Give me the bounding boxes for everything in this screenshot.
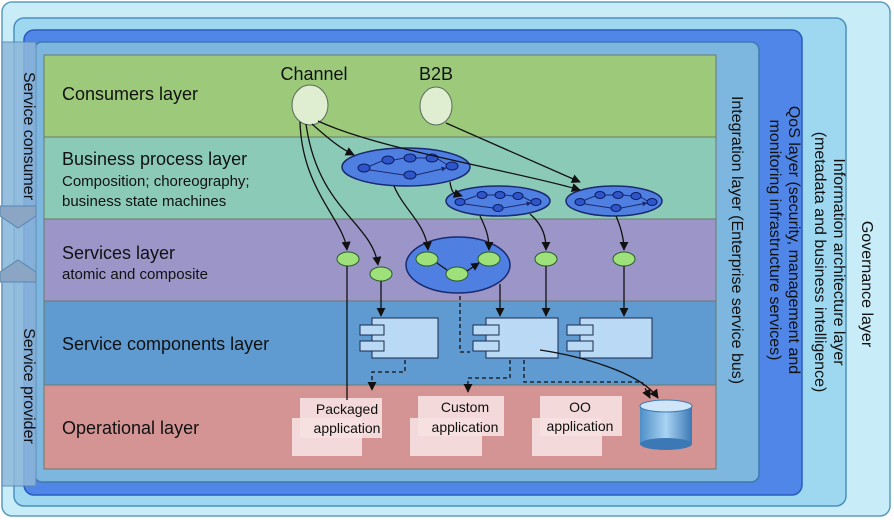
component-box-2 — [472, 317, 559, 359]
custom-application-line1: Custom — [441, 399, 489, 415]
integration-layer-label: Integration layer (Enterprise service bu… — [728, 96, 745, 384]
service-node-4 — [445, 266, 469, 282]
oo-application-line1: OO — [569, 399, 591, 415]
dashed-arrows — [367, 296, 651, 399]
oo-application-line2: application — [547, 418, 614, 434]
service-node-3 — [415, 251, 439, 267]
packaged-application-line1: Packaged — [316, 401, 378, 417]
database-icon — [639, 399, 693, 450]
service-node-5 — [477, 251, 501, 267]
service-node-7 — [612, 251, 636, 267]
operational-layer-title: Operational layer — [62, 418, 199, 438]
channel-label: Channel — [280, 64, 347, 84]
services-layer-title: Services layer — [62, 243, 175, 263]
qos-layer-label-line2: monitoring infrastructure services) — [766, 120, 783, 361]
process-blob-3 — [565, 185, 663, 217]
service-node-1 — [336, 251, 360, 267]
b2b-label: B2B — [419, 64, 453, 84]
service-components-layer-title: Service components layer — [62, 334, 269, 354]
flow-arrows — [299, 120, 659, 400]
service-node-2 — [369, 266, 393, 282]
oo-application: OO application — [532, 396, 622, 456]
composite-internal-arrows — [436, 263, 479, 271]
consumer-arrow-up-icon — [0, 205, 37, 229]
business-process-layer-sub1: Composition; choreography; — [62, 173, 250, 190]
custom-application: Custom application — [410, 396, 504, 456]
business-process-layer-sub2: business state machines — [62, 193, 226, 210]
business-process-layer-title: Business process layer — [62, 149, 247, 169]
services-layer — [43, 218, 717, 302]
component-box-3 — [566, 317, 653, 359]
information-layer-label-line2: (metadata and business intelligence) — [811, 132, 828, 393]
qos-layer-label-line1: QoS layer (security, management and — [785, 106, 802, 374]
process-blob-1 — [341, 147, 471, 187]
b2b-node — [419, 86, 453, 126]
service-node-6 — [534, 251, 558, 267]
channel-node — [291, 84, 329, 126]
custom-application-line2: application — [432, 419, 499, 435]
consumers-layer-title: Consumers layer — [62, 84, 198, 104]
provider-arrow-down-icon — [0, 259, 37, 283]
services-layer-sub1: atomic and composite — [62, 266, 208, 283]
information-layer-label-line1: Information architecture layer — [830, 158, 847, 366]
process-blob-2 — [445, 185, 551, 217]
consumers-layer — [43, 54, 717, 138]
packaged-application-line2: application — [314, 420, 381, 436]
packaged-application: Packaged application — [292, 398, 382, 456]
composite-service-blob — [405, 236, 511, 294]
service-consumer-label: Service consumer — [20, 72, 37, 201]
governance-layer-label: Governance layer — [858, 221, 875, 348]
service-provider-label: Service provider — [20, 328, 37, 444]
component-box-1 — [359, 317, 439, 359]
